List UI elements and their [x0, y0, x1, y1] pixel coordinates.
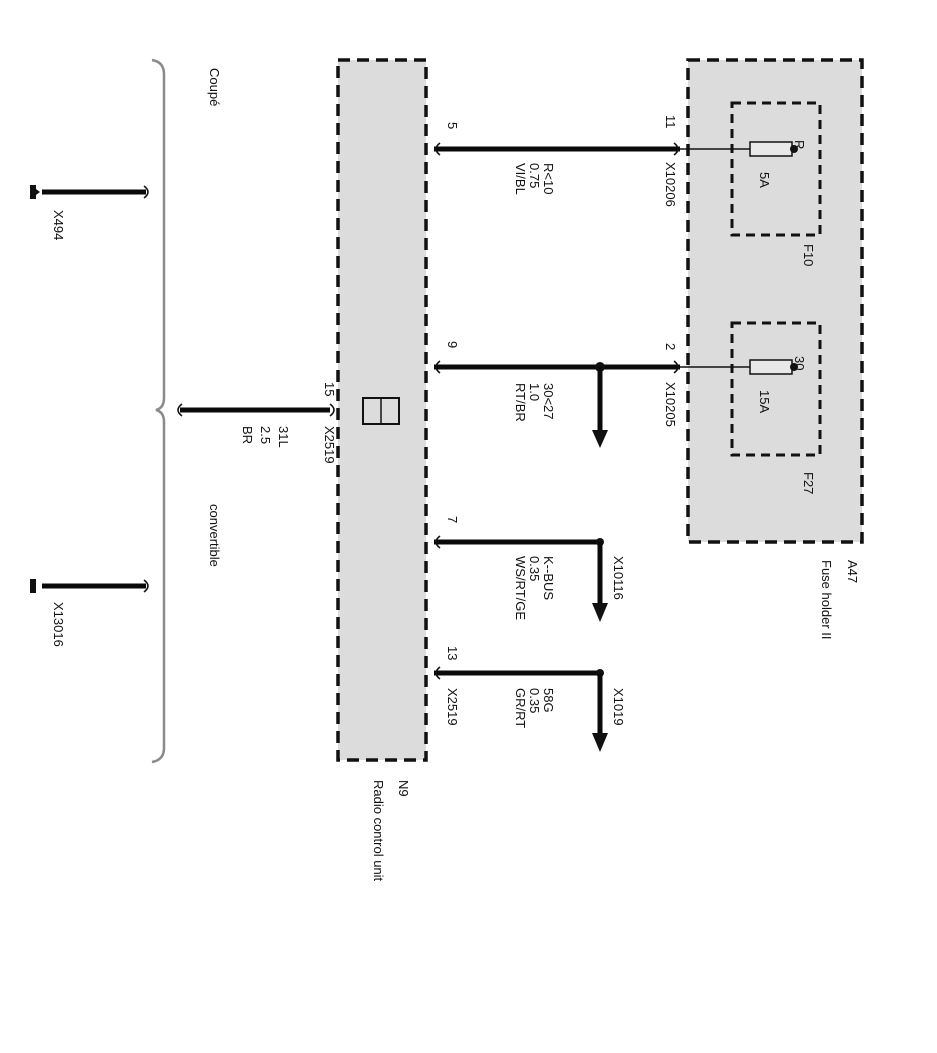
pin-7: 7 — [445, 516, 460, 523]
variant-coupe-label: Coupé — [207, 68, 222, 106]
wire-58g-signal: 58G — [541, 688, 556, 713]
pin-15: 15 — [322, 382, 337, 396]
wire-31l-color: BR — [240, 426, 255, 444]
fuse-f10-id: F10 — [801, 244, 816, 266]
wire-31l — [177, 403, 335, 417]
connector-x2519-pin13: X2519 — [445, 688, 460, 726]
radio-unit-id: N9 — [396, 780, 411, 797]
wire-r10-signal: R<10 — [541, 163, 556, 194]
fuse-f10-terminal: R — [792, 140, 807, 149]
radio-unit-name: Radio control unit — [371, 780, 386, 882]
fuse-holder-name: Fuse holder II — [819, 560, 834, 640]
connector-x10206: X10206 — [663, 162, 678, 207]
wire-31l-signal: 31L — [276, 426, 291, 448]
fuse-holder-id: A47 — [845, 560, 860, 583]
wire-kbus-color: WS/RT/GE — [513, 556, 528, 620]
connector-x2519-pin15: X2519 — [322, 426, 337, 464]
wire-30-27-gauge: 1.0 — [527, 383, 542, 401]
wire-31l-gauge: 2.5 — [258, 426, 273, 444]
fuse-f10-icon — [680, 141, 798, 157]
fuse-f10-rating: 5A — [757, 172, 772, 188]
wire-58g-color: GR/RT — [513, 688, 528, 728]
fuse-holder-box — [686, 58, 864, 544]
pin-9: 9 — [445, 341, 460, 348]
wire-r10-color: VI/BL — [513, 163, 528, 195]
wire-58g-gauge: 0.35 — [527, 688, 542, 713]
wire-30-27-signal: 30<27 — [541, 383, 556, 420]
ground-x13016 — [30, 579, 149, 593]
wire-kbus-gauge: 0.35 — [527, 556, 542, 581]
ground-x494 — [30, 185, 149, 199]
variant-brace — [151, 58, 166, 764]
wire-30-27 — [434, 360, 680, 448]
fuse-f10-box — [730, 101, 822, 237]
wire-58g — [434, 666, 608, 752]
wire-kbus — [434, 535, 608, 622]
pin-11: 11 — [663, 115, 678, 129]
pin-5: 5 — [445, 122, 460, 129]
connector-x1019: X1019 — [611, 688, 626, 726]
pin-13: 13 — [445, 646, 460, 660]
fuse-f27-icon — [680, 359, 798, 375]
ground-x494-label: X494 — [51, 210, 66, 240]
fuse-f27-box — [730, 321, 822, 457]
wire-r10-gauge: 0.75 — [527, 163, 542, 188]
pin-2: 2 — [663, 343, 678, 350]
ground-x13016-label: X13016 — [51, 602, 66, 647]
fuse-f27-rating: 15A — [757, 390, 772, 413]
wire-r10 — [434, 142, 680, 156]
wire-kbus-signal: K--BUS — [541, 556, 556, 600]
connector-x10205: X10205 — [663, 382, 678, 427]
fuse-f27-terminal: 30 — [792, 356, 807, 370]
connector-x10116: X10116 — [611, 556, 626, 600]
radio-unit-box — [336, 58, 428, 762]
fuse-f27-id: F27 — [801, 472, 816, 494]
wire-30-27-color: RT/BR — [513, 383, 528, 422]
variant-convertible-label: convertible — [207, 504, 222, 567]
radio-unit-icon — [362, 397, 400, 425]
